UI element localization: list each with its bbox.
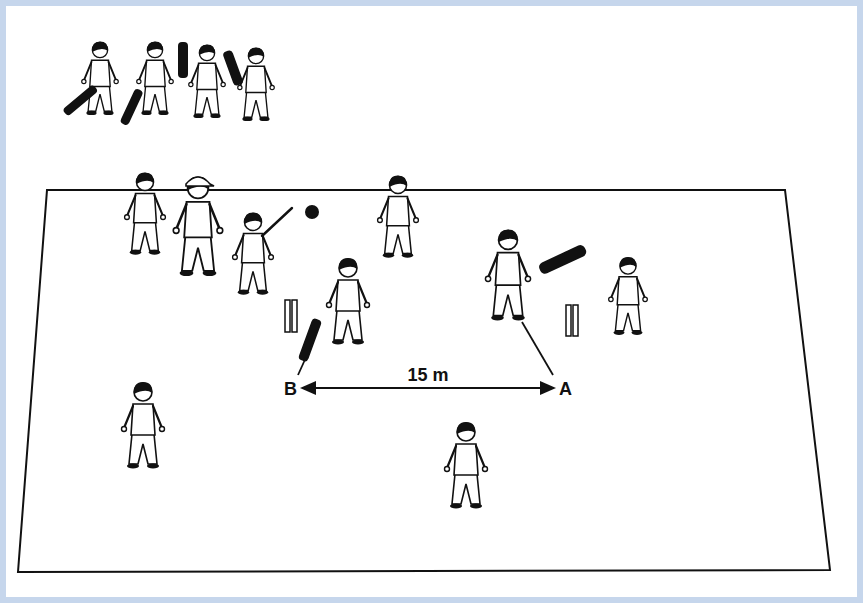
bat bbox=[537, 243, 587, 275]
fielder bbox=[122, 382, 165, 469]
waiting-batsman bbox=[238, 48, 275, 122]
bat bbox=[119, 88, 143, 126]
wicketkeeper bbox=[609, 257, 648, 335]
frame bbox=[3, 3, 860, 600]
waiting-batsman bbox=[189, 45, 226, 119]
bat bbox=[178, 42, 188, 78]
umpire-cap bbox=[186, 177, 214, 186]
umpire bbox=[173, 177, 222, 277]
leader-line bbox=[298, 342, 313, 375]
end-label: A bbox=[559, 380, 572, 398]
fielder bbox=[378, 176, 419, 258]
stumps bbox=[566, 305, 578, 336]
striker-batsman bbox=[485, 230, 530, 321]
bowler bbox=[233, 213, 274, 295]
fielder bbox=[445, 422, 488, 509]
bat bbox=[222, 49, 244, 86]
fielder bbox=[125, 173, 166, 255]
arrowhead bbox=[300, 381, 316, 395]
bat bbox=[298, 318, 322, 363]
dimension-label: 15 m bbox=[407, 366, 448, 384]
waiting-batsman bbox=[82, 42, 119, 116]
end-label: B bbox=[284, 380, 297, 398]
dimension-line bbox=[312, 387, 546, 389]
arrowhead bbox=[540, 381, 556, 395]
ball bbox=[305, 205, 319, 219]
leader-line bbox=[522, 322, 553, 375]
non-striker-batsman bbox=[327, 258, 370, 345]
bowling-arm bbox=[262, 208, 292, 236]
stumps bbox=[285, 300, 297, 332]
waiting-batsman bbox=[137, 42, 174, 116]
bat bbox=[62, 84, 98, 117]
